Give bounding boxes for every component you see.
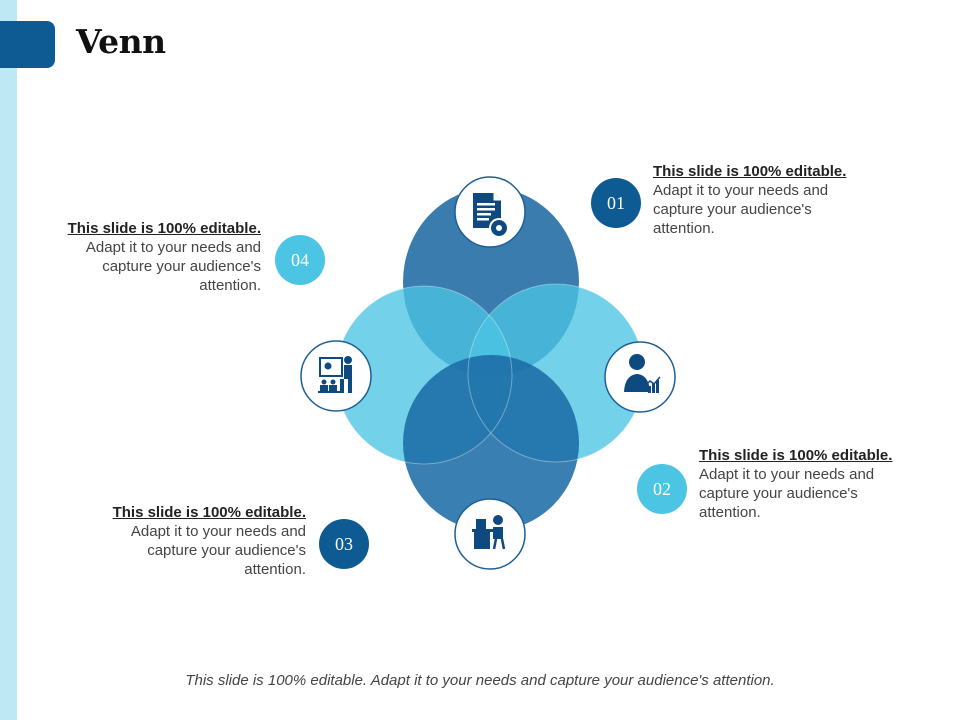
text-heading: This slide is 100% editable. bbox=[67, 220, 261, 237]
text-line: attention. bbox=[699, 504, 761, 521]
text-line: capture your audience's bbox=[699, 485, 858, 502]
text-block-01: This slide is 100% editable. Adapt it to… bbox=[653, 162, 846, 238]
side-strip bbox=[0, 0, 17, 720]
venn-circle-bottom bbox=[403, 355, 579, 531]
text-heading: This slide is 100% editable. bbox=[653, 163, 847, 180]
text-line: capture your audience's bbox=[147, 542, 306, 559]
badge-03: 03 bbox=[319, 519, 369, 569]
badge-02: 02 bbox=[637, 464, 687, 514]
text-line: attention. bbox=[653, 220, 715, 237]
text-block-02: This slide is 100% editable. Adapt it to… bbox=[699, 446, 892, 522]
text-line: attention. bbox=[244, 561, 306, 578]
text-line: capture your audience's bbox=[102, 258, 261, 275]
text-block-04: This slide is 100% editable. Adapt it to… bbox=[11, 219, 261, 295]
text-line: attention. bbox=[199, 277, 261, 294]
text-line: Adapt it to your needs and bbox=[130, 523, 306, 540]
page-title: Venn bbox=[76, 22, 166, 61]
person-growth-chart-icon bbox=[604, 341, 676, 413]
text-line: Adapt it to your needs and bbox=[653, 182, 829, 199]
badge-01: 01 bbox=[591, 178, 641, 228]
text-line: capture your audience's bbox=[653, 201, 812, 218]
badge-04: 04 bbox=[275, 235, 325, 285]
text-heading: This slide is 100% editable. bbox=[112, 504, 306, 521]
document-gear-icon bbox=[454, 176, 526, 248]
person-at-desk-icon bbox=[454, 498, 526, 570]
text-heading: This slide is 100% editable. bbox=[699, 447, 893, 464]
footer-note: This slide is 100% editable. Adapt it to… bbox=[185, 672, 775, 689]
title-tab bbox=[0, 21, 55, 68]
text-line: Adapt it to your needs and bbox=[699, 466, 875, 483]
presentation-board-icon bbox=[300, 340, 372, 412]
text-block-03: This slide is 100% editable. Adapt it to… bbox=[56, 503, 306, 579]
text-line: Adapt it to your needs and bbox=[85, 239, 261, 256]
